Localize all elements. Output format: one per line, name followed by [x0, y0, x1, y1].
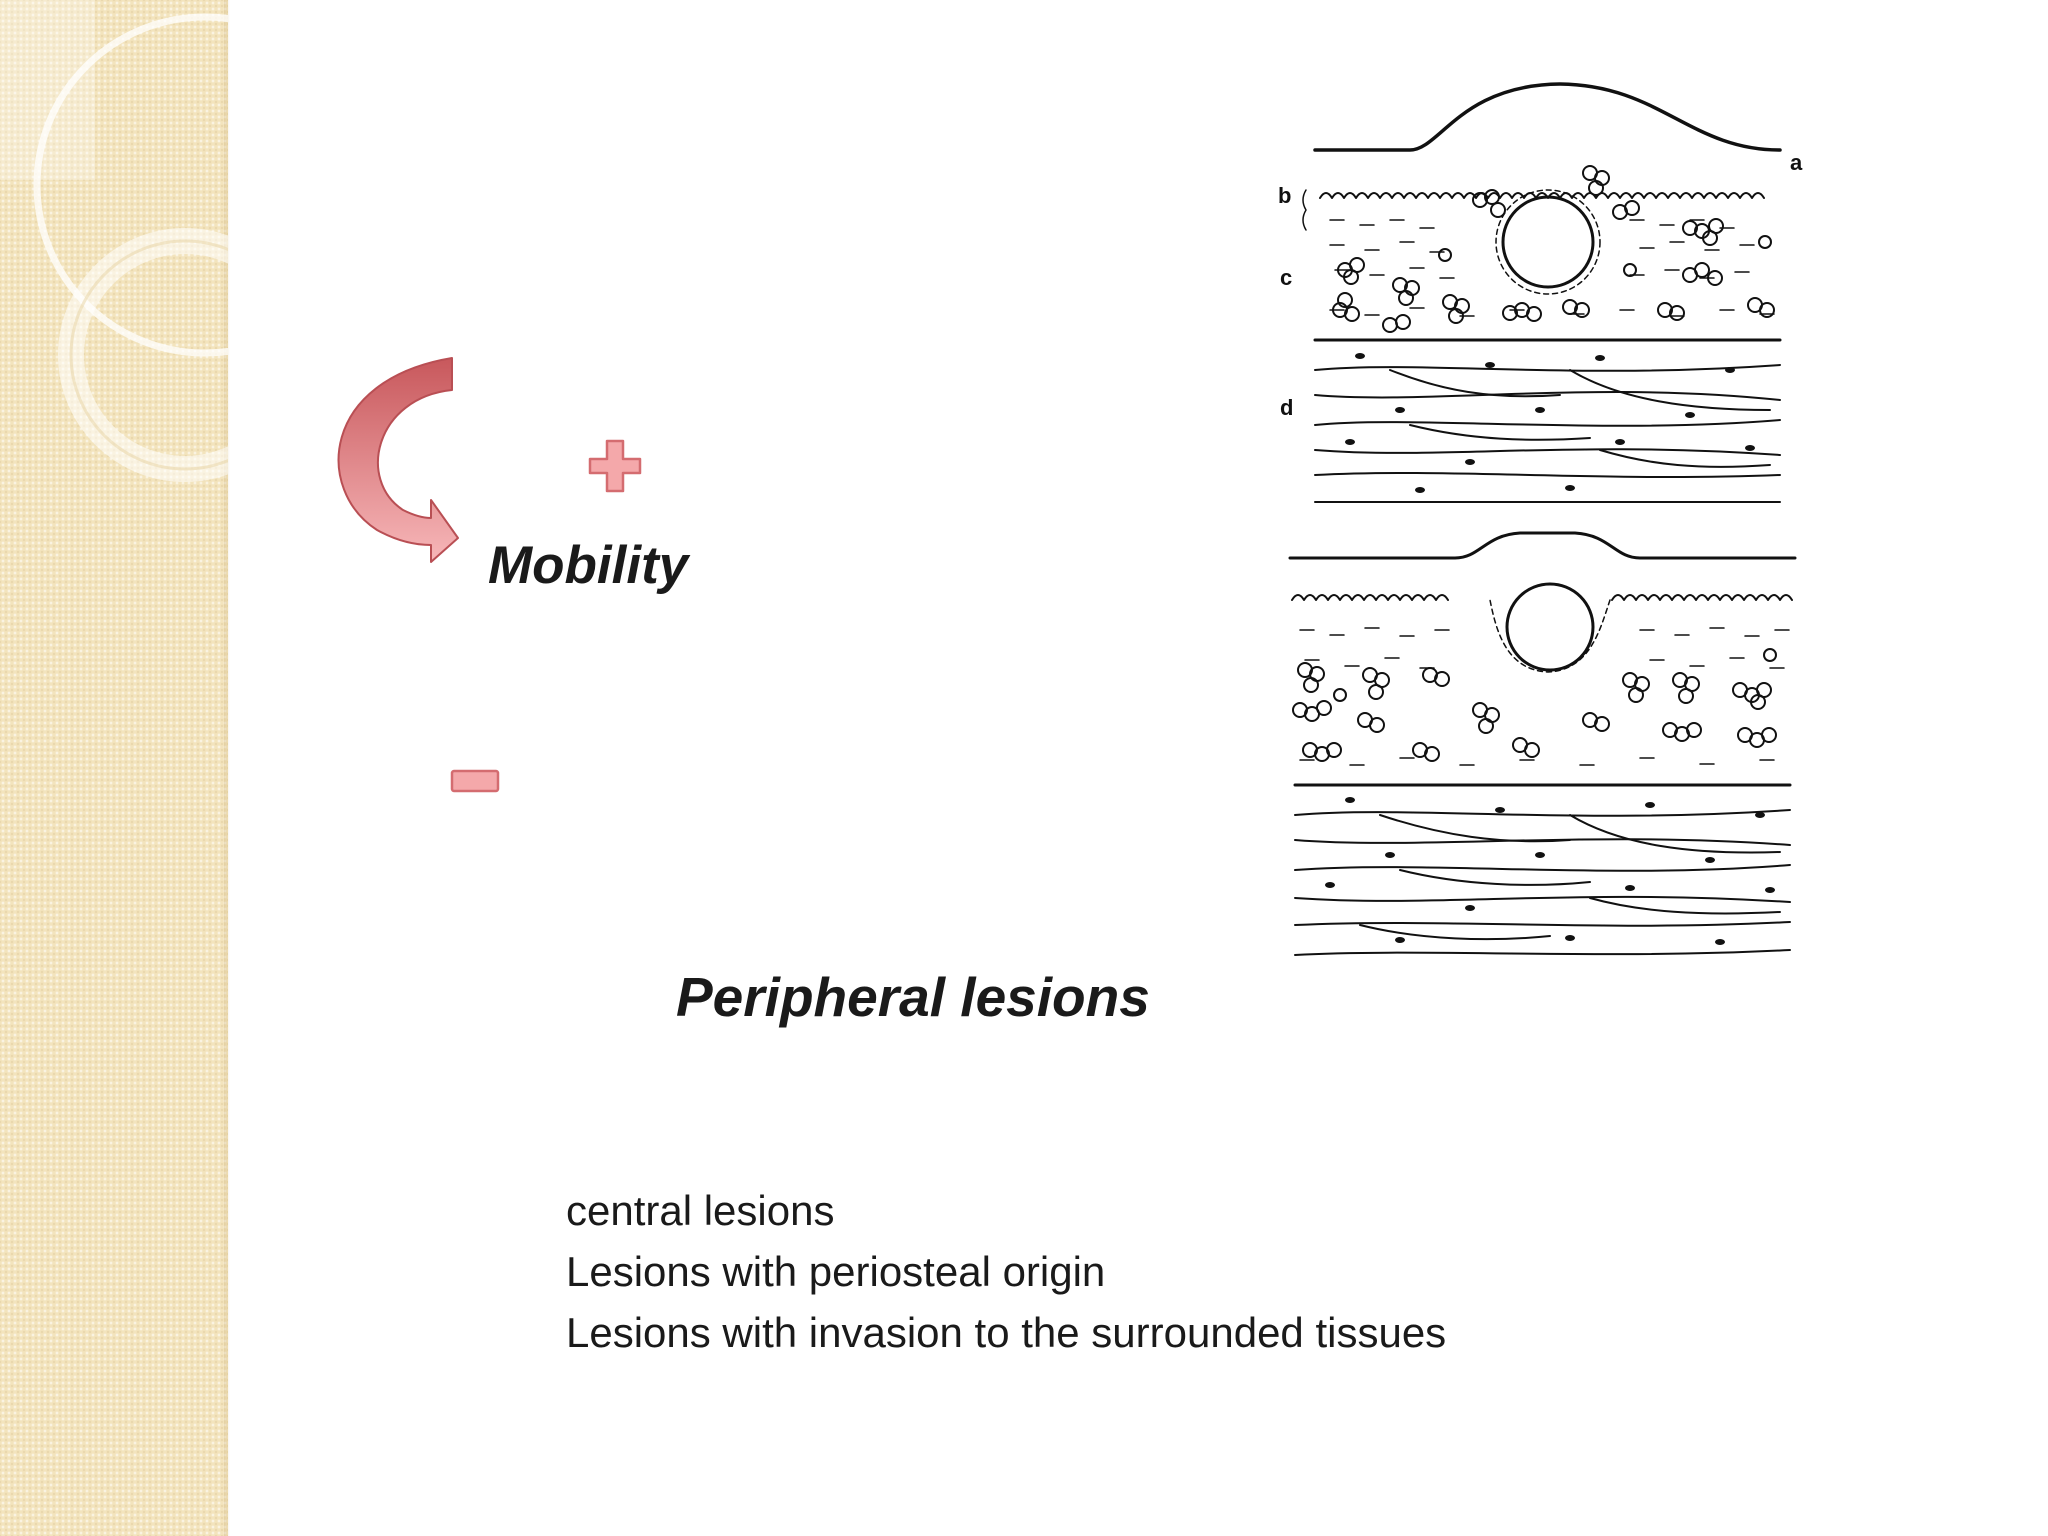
figure-panel-bottom	[1288, 531, 1797, 956]
figure-label-b: b	[1278, 183, 1291, 208]
list-item: central lesions	[566, 1187, 835, 1234]
connective-tissue-dashes	[1329, 219, 1775, 317]
figure-label-d: d	[1280, 395, 1293, 420]
list-item: Lesions with invasion to the surrounded …	[566, 1309, 1447, 1356]
cell-clusters-lower	[1292, 648, 1777, 762]
lesion-list: central lesions Lesions with periosteal …	[566, 1180, 1446, 1363]
figure-label-c: c	[1280, 265, 1292, 290]
fiber-lines-lower	[1294, 809, 1791, 956]
decorative-rings	[0, 0, 228, 482]
cell-clusters	[1332, 165, 1775, 333]
plus-icon	[588, 439, 642, 493]
sidebar-edge	[224, 0, 230, 1536]
histology-figure: a b c d	[1278, 82, 1803, 956]
minus-icon	[450, 769, 500, 793]
figure-panel-top: a b c d	[1278, 82, 1803, 503]
fiber-nuclei-lower	[1325, 797, 1775, 945]
fiber-nuclei	[1345, 353, 1755, 493]
mobility-label: Mobility	[488, 536, 689, 595]
peripheral-lesions-title: Peripheral lesions	[676, 966, 1150, 1028]
connective-tissue-dashes-lower	[1299, 627, 1790, 766]
list-item: Lesions with periosteal origin	[566, 1248, 1106, 1295]
fiber-lines	[1314, 364, 1781, 503]
curved-arrow-icon	[337, 357, 459, 563]
figure-label-a: a	[1790, 150, 1803, 175]
